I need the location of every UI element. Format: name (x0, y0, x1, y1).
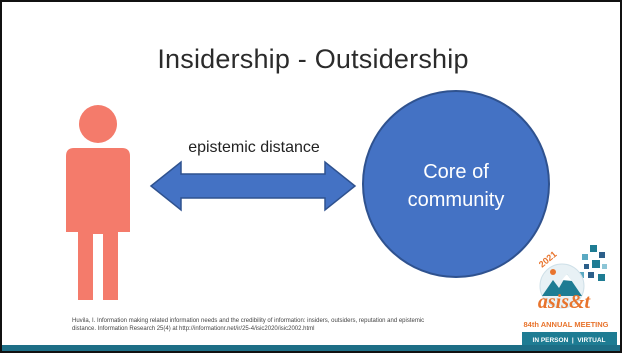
arrow-label: epistemic distance (188, 139, 320, 156)
citation-line-2: distance. Information Research 25(4) at … (72, 326, 315, 332)
logo-mode: IN PERSON | VIRTUAL (533, 337, 606, 344)
epistemic-distance-arrow (149, 160, 357, 212)
citation-line-1: Huvila, I. Information making related in… (72, 318, 425, 324)
slide-title: Insidership - Outsidership (157, 44, 469, 74)
logo-brand: asis&t (538, 291, 592, 313)
logo-meeting: 84th ANNUAL MEETING (523, 320, 608, 329)
circle-label-line-2: community (407, 189, 505, 211)
bottom-bar (2, 345, 620, 351)
community-circle (362, 90, 550, 278)
citation: Huvila, I. Information making related in… (72, 317, 542, 333)
person-icon (66, 105, 130, 300)
circle-label: Core of community (366, 158, 546, 214)
asist-logo: 2021 asis&t 84th ANNUAL MEETING IN PERSO… (522, 245, 617, 345)
circle-label-line-1: Core of (423, 161, 489, 183)
